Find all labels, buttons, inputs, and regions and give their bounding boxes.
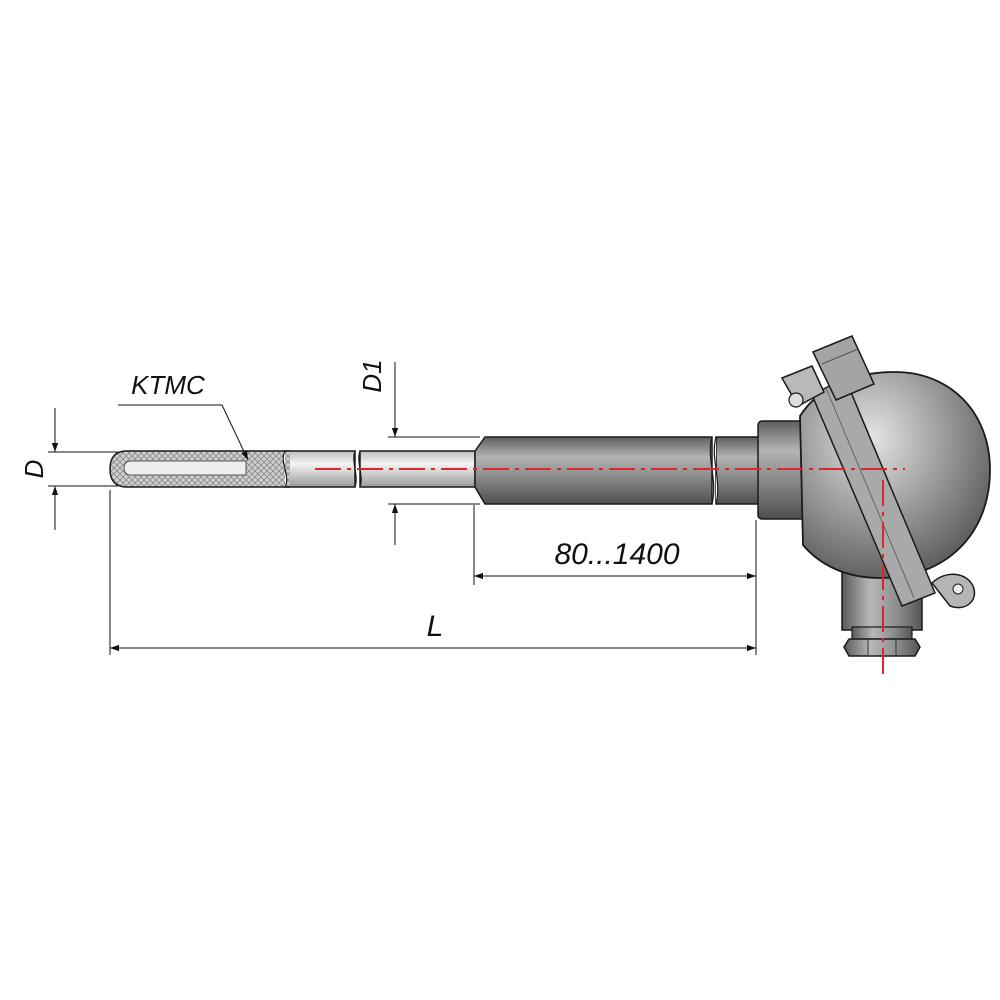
label-d1: D1 [357,359,387,392]
label-ktmc: KTMC [131,370,205,400]
leader-ktmc [118,404,249,461]
dimension-d [48,408,118,530]
cable-gland-nut [843,638,921,657]
braided-tip [109,450,290,488]
dimension-d1 [388,362,480,545]
dimension-tube-length [473,505,757,585]
lid-clamp [811,335,876,401]
terminal-head [757,335,991,657]
label-total-length: L [427,610,444,643]
label-tube-length: 80...1400 [554,538,679,571]
dimension-total-length [109,490,757,655]
label-d: D [19,460,49,479]
center-axis [315,468,905,675]
protective-tube [474,436,761,505]
